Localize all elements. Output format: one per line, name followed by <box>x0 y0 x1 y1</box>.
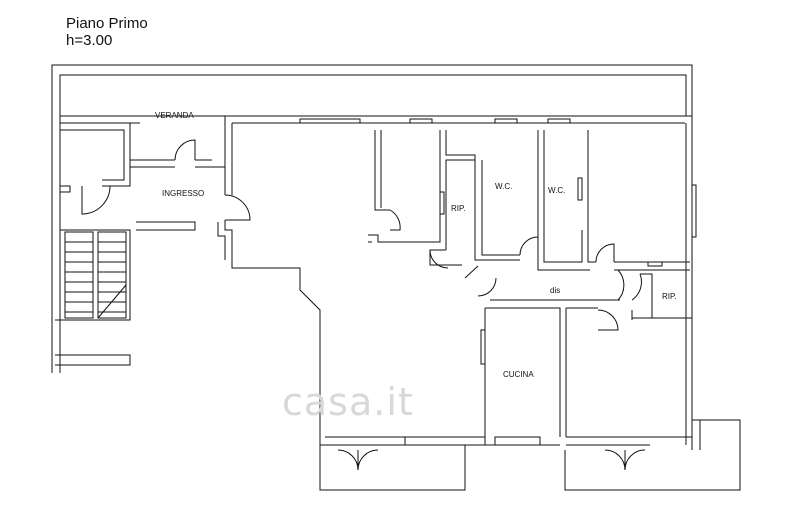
room-ingresso: INGRESSO <box>162 189 204 198</box>
room-wc-1: W.C. <box>495 182 512 191</box>
balcony-right <box>564 419 741 491</box>
room-cucina: CUCINA <box>503 370 534 379</box>
stair-steps <box>65 241 127 319</box>
room-rip-1: RIP. <box>451 204 466 213</box>
plan-height: h=3.00 <box>66 32 113 49</box>
plan-title: Piano Primo <box>66 15 148 32</box>
room-rip-2: RIP. <box>662 292 677 301</box>
veranda-wall <box>51 64 693 373</box>
room-wc-2: W.C. <box>548 186 565 195</box>
room-dis: dis <box>550 286 560 295</box>
room-veranda: VERANDA <box>155 111 194 120</box>
watermark-logo: casa.it <box>282 380 414 424</box>
balcony-left <box>319 445 466 491</box>
